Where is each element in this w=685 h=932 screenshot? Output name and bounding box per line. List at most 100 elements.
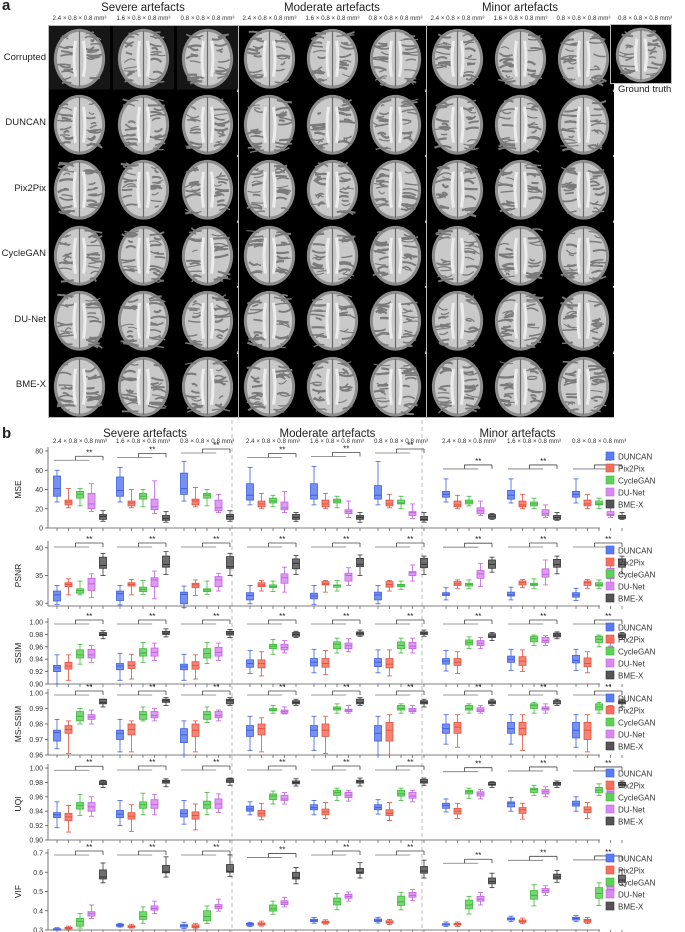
box-duncan [53, 585, 61, 605]
significance-bracket: ** [247, 683, 297, 696]
brain-slice-image [239, 288, 300, 357]
box-cyclegan [269, 638, 277, 655]
resolution-label: 2.4 × 0.8 × 0.8 mm³ [242, 15, 297, 22]
box-du-net [344, 638, 353, 653]
significance-label: ** [605, 848, 611, 857]
box-pix2pix [257, 717, 266, 753]
box-pix2pix [257, 802, 266, 821]
box-duncan [442, 650, 450, 672]
box-pix2pix [453, 714, 462, 748]
resolution-label: 0.8 × 0.8 × 0.8 mm³ [374, 438, 428, 445]
significance-bracket: ** [117, 683, 167, 696]
box-pix2pix [321, 580, 330, 593]
box-bme-x [553, 631, 561, 640]
significance-bracket: ** [508, 683, 558, 696]
box-cyclegan [269, 580, 277, 592]
box-pix2pix [191, 720, 200, 753]
box-duncan [180, 653, 188, 681]
box-du-net [150, 794, 159, 816]
legend-swatch [605, 499, 615, 509]
brain-slice-image [427, 288, 488, 357]
significance-bracket: ** [117, 445, 167, 458]
box-cyclegan [397, 703, 405, 714]
legend-swatch [605, 741, 615, 751]
box-pix2pix [518, 802, 527, 820]
significance-bracket: ** [54, 535, 104, 548]
metric-plot-uqi: 0.900.920.940.960.981.00UQI*************… [13, 758, 656, 845]
box-cyclegan [139, 580, 147, 595]
box-duncan [374, 916, 382, 924]
box-pix2pix [257, 651, 266, 677]
y-tick-label: 0 [39, 526, 43, 533]
box-bme-x [99, 552, 107, 576]
box-duncan [310, 715, 318, 751]
box-cyclegan [397, 891, 405, 911]
box-cyclegan [139, 489, 147, 508]
legend-label: BME-X [618, 595, 644, 604]
box-duncan [507, 714, 515, 745]
box-cyclegan [203, 792, 211, 816]
significance-bracket: ** [508, 759, 558, 772]
box-duncan [374, 649, 382, 674]
box-duncan [116, 466, 124, 503]
box-pix2pix [321, 492, 330, 510]
box-cyclegan [465, 636, 473, 650]
significance-bracket: ** [117, 612, 167, 625]
significance-label: ** [213, 441, 219, 450]
brain-slice-image [365, 157, 426, 226]
box-bme-x [420, 859, 428, 879]
row-label-pix2pix: Pix2Pix [14, 182, 46, 194]
box-du-net [344, 891, 353, 902]
y-tick-label: 0.7 [33, 851, 43, 858]
box-cyclegan [397, 580, 405, 590]
significance-bracket: ** [247, 535, 297, 548]
box-du-net [476, 562, 485, 587]
legend-label: Pix2Pix [618, 636, 645, 645]
significance-label: ** [407, 535, 413, 544]
legend-swatch [605, 593, 615, 603]
brain-slice-image [49, 91, 110, 161]
box-duncan [310, 465, 318, 506]
brain-slice-image [553, 26, 614, 95]
resolution-label: 0.8 × 0.8 × 0.8 mm³ [180, 438, 234, 445]
box-cyclegan [595, 783, 603, 796]
significance-label: ** [279, 845, 285, 854]
box-bme-x [356, 554, 364, 576]
box-duncan [246, 585, 254, 605]
significance-label: ** [213, 535, 219, 544]
legend-swatch [605, 804, 615, 814]
y-tick-label: 0.3 [33, 928, 43, 932]
legend-label: DU-Net [618, 660, 645, 669]
ground-truth-image [610, 24, 672, 84]
y-tick-label: 1.00 [29, 766, 43, 773]
significance-bracket: ** [181, 535, 231, 548]
box-du-net [541, 635, 550, 646]
box-pix2pix [583, 714, 592, 753]
panel-a-letter: a [2, 0, 11, 14]
box-bme-x [420, 777, 428, 786]
significance-bracket: ** [443, 760, 493, 773]
box-du-net [150, 480, 159, 514]
box-bme-x [226, 629, 234, 638]
box-pix2pix [64, 805, 73, 833]
box-duncan [572, 587, 580, 601]
y-tick-label: 0.98 [29, 780, 43, 787]
significance-bracket: ** [573, 683, 623, 696]
significance-bracket: ** [181, 843, 231, 856]
box-du-net [214, 493, 223, 513]
box-cyclegan [465, 703, 473, 714]
significance-label: ** [540, 759, 546, 768]
box-bme-x [292, 555, 300, 575]
brain-slice-image [177, 288, 238, 357]
brain-slice-image [490, 288, 551, 357]
significance-bracket: ** [311, 758, 361, 771]
box-cyclegan [269, 705, 277, 714]
legend-label: Pix2Pix [618, 465, 645, 474]
y-axis-label: MS-SSIM [13, 706, 23, 742]
significance-label: ** [86, 683, 92, 692]
significance-bracket: ** [375, 535, 425, 548]
box-duncan [310, 648, 318, 674]
box-du-net [214, 898, 223, 912]
brain-slice-image [302, 222, 363, 292]
box-pix2pix [518, 578, 527, 589]
